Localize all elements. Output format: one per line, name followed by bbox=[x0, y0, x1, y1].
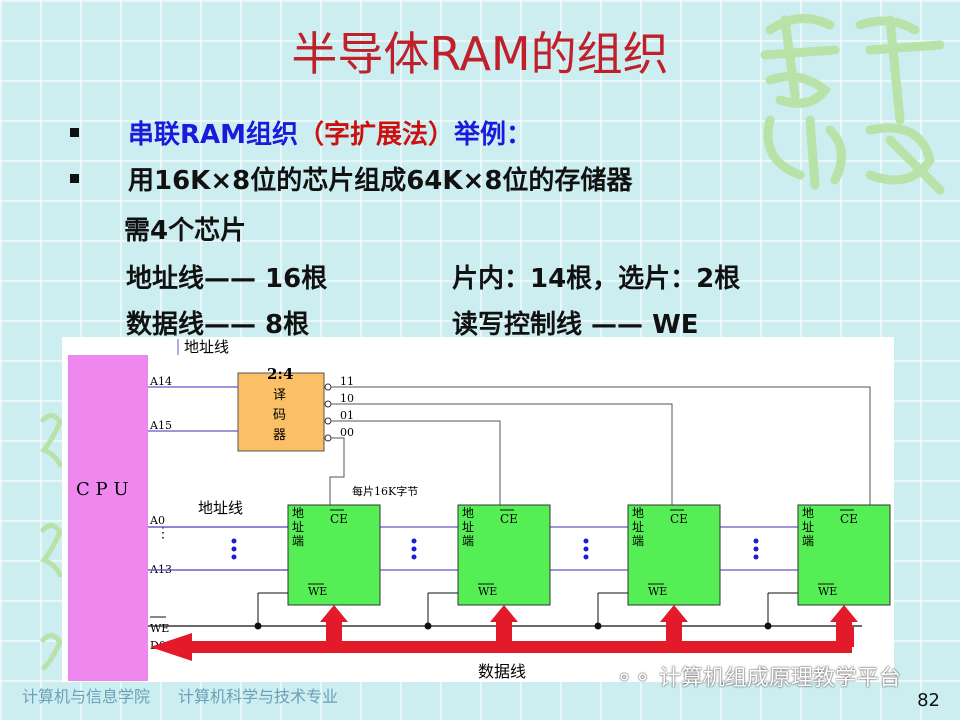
cpu-block bbox=[68, 355, 148, 681]
chip4-we: WE bbox=[818, 585, 837, 598]
footer-major: 计算机科学与技术专业 bbox=[178, 687, 339, 706]
chip1-ce: CE bbox=[330, 512, 348, 526]
decorative-calligraphy bbox=[740, 0, 960, 200]
memory-chip-4 bbox=[767, 504, 891, 626]
chip3-addr-2: 址 bbox=[632, 520, 644, 534]
decoder-out-01: 01 bbox=[340, 409, 354, 422]
bullet-line-2: 用16K×8位的芯片组成64K×8位的存储器 bbox=[128, 166, 633, 196]
chip1-addr-1: 地 bbox=[292, 506, 304, 520]
ram-organization-diagram: C P U A14 A15 A0 A13 ⋮ WE D0—D7 地址线 2:4 … bbox=[62, 337, 894, 682]
decoder-ratio: 2:4 bbox=[267, 365, 293, 383]
pin-ellipsis: ⋮ bbox=[156, 525, 170, 541]
data-bus-label: 数据线 bbox=[478, 662, 526, 681]
chip4-addr-3: 端 bbox=[802, 534, 814, 548]
decoder-label-2: 码 bbox=[273, 408, 286, 423]
slide-title: 半导体RAM的组织 bbox=[291, 27, 669, 81]
bullet-1-example: 举例： bbox=[454, 120, 533, 150]
chip3-addr-1: 地 bbox=[632, 506, 644, 520]
decoder-out-10: 10 bbox=[340, 392, 354, 405]
chip3-we: WE bbox=[648, 585, 667, 598]
chip3-ce: CE bbox=[670, 512, 688, 526]
chip1-addr-2: 址 bbox=[292, 520, 304, 534]
bullet-marker bbox=[70, 174, 79, 183]
watermark-text: 计算机组成原理教学平台 bbox=[658, 666, 901, 691]
left-decoration bbox=[38, 410, 66, 671]
address-bus-top-label: 地址线 bbox=[184, 338, 229, 356]
chip4-ce: CE bbox=[840, 512, 858, 526]
circuit-svg: C P U A14 A15 A0 A13 ⋮ WE D0—D7 地址线 2:4 … bbox=[68, 338, 891, 681]
chip4-addr-2: 址 bbox=[802, 520, 814, 534]
per-chip-note: 每片16K字节 bbox=[352, 484, 418, 498]
decoder-out-00: 00 bbox=[340, 426, 354, 439]
address-lines-split: 片内：14根，选片：2根 bbox=[452, 264, 741, 294]
data-lines-count: 数据线—— 8根 bbox=[126, 310, 310, 340]
pin-we: WE bbox=[150, 622, 169, 635]
wechat-icon: ⚬⚬ bbox=[615, 666, 652, 691]
memory-chip-1 bbox=[257, 504, 381, 626]
decoder-block bbox=[237, 372, 325, 452]
bullet-marker bbox=[70, 128, 79, 137]
chip2-addr-2: 址 bbox=[462, 520, 474, 534]
chip3-addr-3: 端 bbox=[632, 534, 644, 548]
chip1-we: WE bbox=[308, 585, 327, 598]
rw-control-line: 读写控制线 —— WE bbox=[452, 310, 699, 340]
chip2-we: WE bbox=[478, 585, 497, 598]
address-lines-count: 地址线—— 16根 bbox=[126, 264, 328, 294]
calligraphy-graphic bbox=[760, 14, 945, 195]
data-bus-arrow bbox=[150, 605, 858, 661]
memory-chip-3 bbox=[597, 504, 721, 626]
pin-a15: A15 bbox=[149, 419, 172, 432]
bullet-1-method: （字扩展法） bbox=[298, 120, 455, 150]
decoder-label-3: 器 bbox=[273, 428, 286, 443]
footer-school: 计算机与信息学院 bbox=[22, 687, 151, 706]
chip1-addr-3: 端 bbox=[292, 534, 304, 548]
bullet-line-1: 串联RAM组织（字扩展法）举例： bbox=[128, 114, 532, 151]
watermark: ⚬⚬ 计算机组成原理教学平台 bbox=[615, 660, 901, 692]
address-bus-mid-label: 地址线 bbox=[198, 499, 243, 517]
chip2-addr-3: 端 bbox=[462, 534, 474, 548]
pin-a14: A14 bbox=[149, 375, 172, 388]
left-decoration-graphic bbox=[39, 413, 63, 671]
memory-chip-2 bbox=[427, 504, 551, 626]
bullet-1-topic: 串联RAM组织 bbox=[128, 120, 299, 150]
pin-a0: A0 bbox=[149, 514, 165, 527]
chip4-addr-1: 地 bbox=[802, 506, 814, 520]
chip2-addr-1: 地 bbox=[462, 506, 474, 520]
cpu-label: C P U bbox=[76, 479, 129, 500]
page-number: 82 bbox=[917, 690, 940, 711]
bullet-line-3: 需4个芯片 bbox=[124, 216, 247, 246]
chip2-ce: CE bbox=[500, 512, 518, 526]
decoder-out-11: 11 bbox=[340, 375, 354, 388]
decoder-label-1: 译 bbox=[273, 388, 286, 403]
